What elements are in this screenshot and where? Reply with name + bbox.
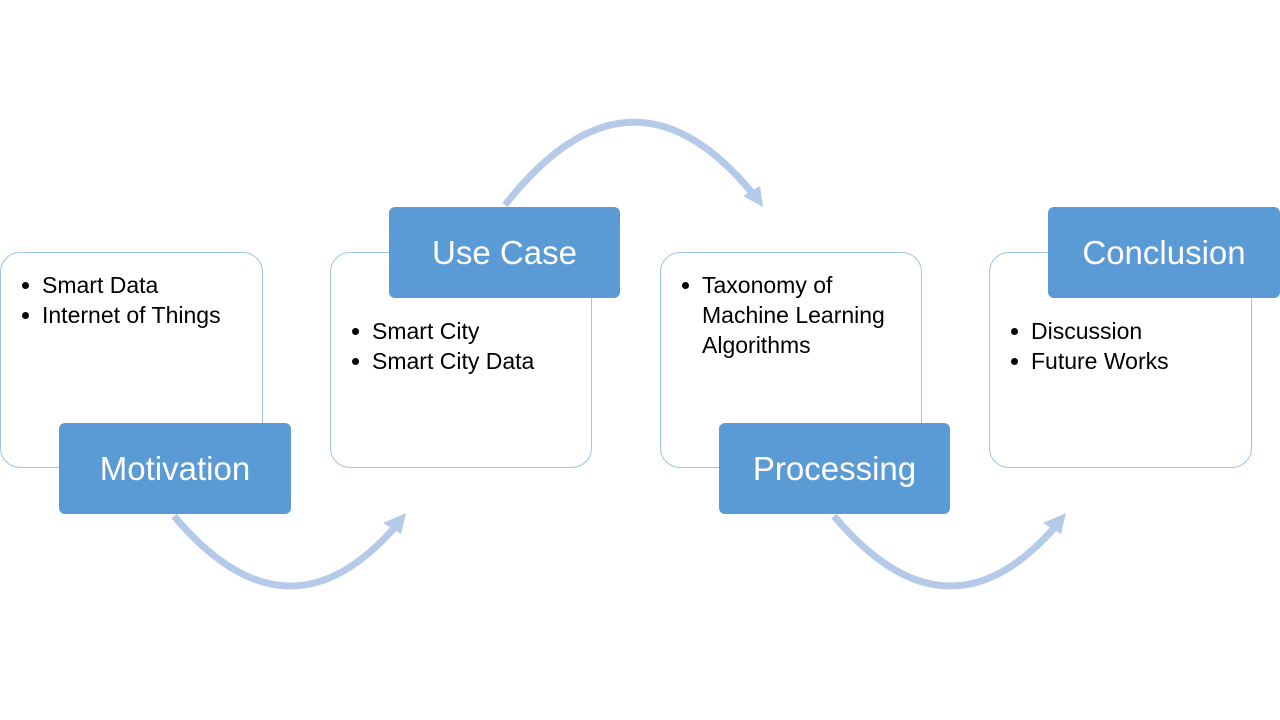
- arrowhead-2: [743, 186, 763, 207]
- arc-arrow-3: [831, 513, 1064, 590]
- arrowhead-3: [1043, 513, 1066, 534]
- use-case-label: Use Case: [389, 207, 620, 298]
- motivation-list: Smart Data Internet of Things: [21, 270, 250, 330]
- list-item: Discussion: [1010, 316, 1239, 346]
- list-item: Internet of Things: [21, 300, 250, 330]
- processing-label: Processing: [719, 423, 950, 514]
- arc-arrow-2: [502, 118, 761, 208]
- use-case-list: Smart City Smart City Data: [351, 316, 579, 376]
- conclusion-label: Conclusion: [1048, 207, 1280, 298]
- arrowhead-1: [383, 513, 406, 534]
- list-item: Future Works: [1010, 346, 1239, 376]
- list-item: Taxonomy of Machine Learning Algorithms: [681, 270, 913, 360]
- list-item: Smart City Data: [351, 346, 579, 376]
- arc-arrow-1: [171, 513, 404, 590]
- list-item: Smart Data: [21, 270, 250, 300]
- processing-list: Taxonomy of Machine Learning Algorithms: [681, 270, 913, 360]
- motivation-label: Motivation: [59, 423, 291, 514]
- list-item: Smart City: [351, 316, 579, 346]
- conclusion-list: Discussion Future Works: [1010, 316, 1239, 376]
